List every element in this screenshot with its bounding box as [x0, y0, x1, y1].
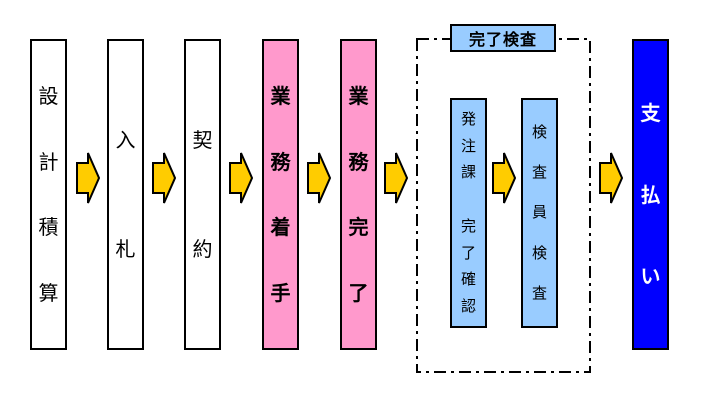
stage-contract: 契約 [184, 39, 221, 350]
stage-work-complete: 業務完了 [340, 39, 377, 350]
flow-arrow-3 [229, 151, 253, 205]
flow-arrow-1 [76, 151, 100, 205]
stage-design-estimate: 設計積算 [30, 39, 67, 350]
flow-arrow-2 [152, 151, 176, 205]
inspection-group-title: 完了検査 [450, 24, 556, 52]
step-inspector-inspection: 検査員検査 [521, 98, 558, 328]
stage-payment: 支払い [632, 39, 669, 350]
flow-arrow-5 [384, 151, 408, 205]
stage-bidding: 入札 [107, 39, 144, 350]
flow-arrow-6 [492, 151, 516, 205]
step-ordering-section-completion-check: 発注課 完了確認 [450, 98, 487, 328]
flow-arrow-4 [307, 151, 331, 205]
stage-work-start: 業務着手 [262, 39, 299, 350]
flow-arrow-7 [599, 151, 623, 205]
